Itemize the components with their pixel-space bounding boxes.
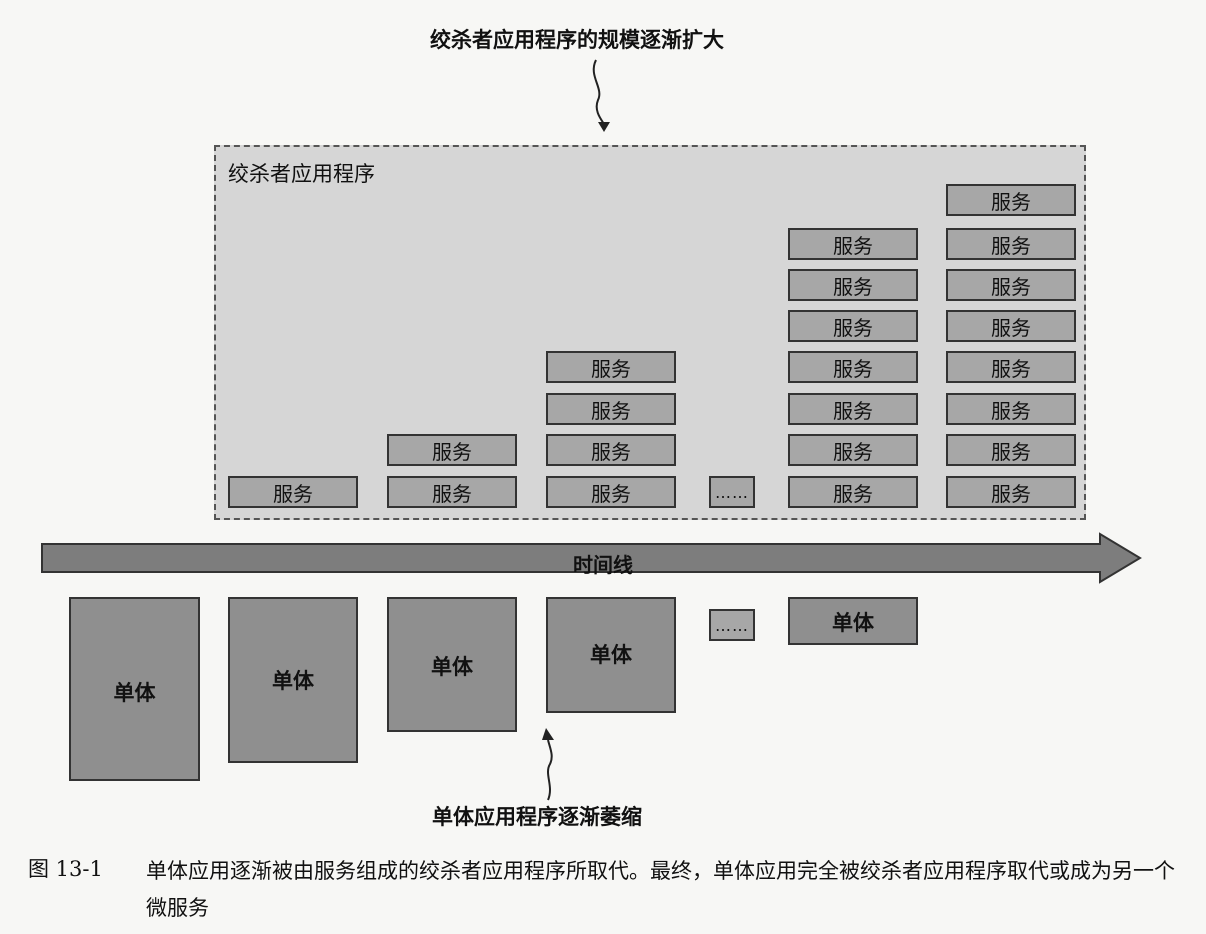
bottom-arrow-line [547,739,553,801]
service-box: 服务 [946,434,1076,466]
timeline-label: 时间线 [573,553,633,577]
service-box: 服务 [788,393,918,425]
figure-number: 图 13-1 [28,857,103,881]
monolith-ellipsis: …… [709,609,755,641]
service-box: 服务 [546,393,676,425]
monolith-box: 单体 [546,597,676,713]
service-box: 服务 [946,476,1076,508]
service-box: 服务 [788,434,918,466]
strangler-title: 绞杀者应用程序 [228,162,375,186]
service-box: 服务 [946,269,1076,301]
service-box: 服务 [788,476,918,508]
timeline-arrow [41,532,1142,584]
bottom-arrow-head [542,728,554,740]
service-box: 服务 [946,228,1076,260]
service-box: 服务 [788,228,918,260]
service-box: 服务 [946,184,1076,216]
top-arrow-head [598,122,610,132]
service-box: 服务 [546,476,676,508]
figure-caption: 单体应用逐渐被由服务组成的绞杀者应用程序所取代。最终，单体应用完全被绞杀者应用程… [146,859,1175,920]
monolith-box: 单体 [228,597,358,763]
service-box: 服务 [387,434,517,466]
monolith-box: 单体 [788,597,918,645]
service-box: 服务 [788,269,918,301]
service-box: 服务 [788,310,918,342]
monolith-box: 单体 [387,597,517,732]
service-box: 服务 [387,476,517,508]
service-box: 服务 [946,393,1076,425]
service-box: 服务 [546,434,676,466]
monolith-shrink-label: 单体应用程序逐渐萎缩 [432,805,642,829]
service-box: 服务 [228,476,358,508]
top-arrow-line [592,59,605,125]
strangler-ellipsis: …… [709,476,755,508]
monolith-box: 单体 [69,597,200,781]
service-box: 服务 [946,351,1076,383]
service-box: 服务 [788,351,918,383]
service-box: 服务 [546,351,676,383]
service-box: 服务 [946,310,1076,342]
strangler-growth-label: 绞杀者应用程序的规模逐渐扩大 [430,28,724,52]
